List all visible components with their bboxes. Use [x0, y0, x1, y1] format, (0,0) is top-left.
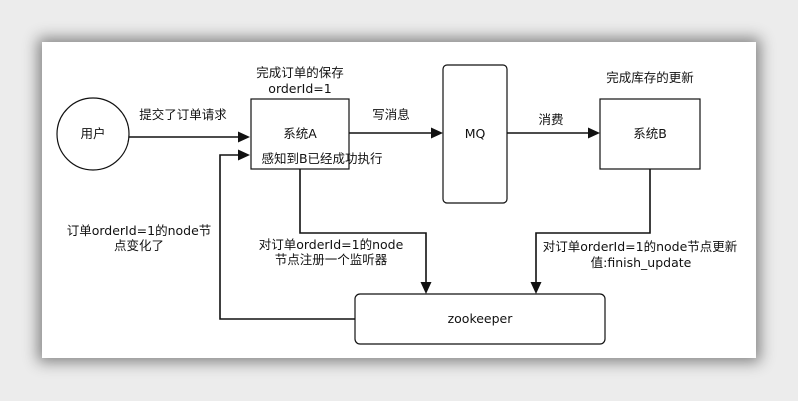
label-submit-order: 提交了订单请求 [139, 107, 227, 122]
label-consume: 消费 [538, 112, 563, 127]
node-zookeeper-label: zookeeper [448, 311, 514, 326]
arrowhead-system-b [588, 127, 600, 139]
system-b-title: 完成库存的更新 [606, 70, 694, 85]
arrowhead-mq [431, 127, 443, 139]
arrowhead-system-a [238, 131, 250, 143]
edge-system-a-to-zookeeper [299, 169, 427, 284]
arrowhead-zookeeper-left [420, 282, 432, 294]
arrowhead-system-a-notify [238, 149, 250, 161]
edge-system-b-to-zookeeper [535, 169, 651, 284]
node-zookeeper [354, 293, 606, 345]
label-update-node-line1: 对订单orderId=1的node节点更新 [543, 239, 738, 254]
system-a-title-line2: orderId=1 [268, 81, 331, 96]
edge-zookeeper-to-system-a [219, 154, 355, 320]
arrowhead-zookeeper-right [530, 282, 542, 294]
node-user [56, 97, 130, 171]
label-node-changed-line1: 订单orderId=1的node节 [67, 223, 212, 238]
label-register-listener-line1: 对订单orderId=1的node [259, 237, 404, 252]
label-update-node-line2: 值:finish_update [591, 255, 692, 270]
system-a-title-line1: 完成订单的保存 [256, 65, 344, 80]
label-write-message: 写消息 [372, 107, 410, 122]
label-node-changed-line2: 点变化了 [114, 238, 164, 253]
label-register-listener-line2: 节点注册一个监听器 [275, 252, 388, 267]
node-system-b-label: 系统B [633, 126, 667, 141]
node-mq-label: MQ [465, 126, 486, 141]
node-system-a-label: 系统A [283, 126, 317, 141]
node-mq [442, 64, 508, 204]
node-user-label: 用户 [80, 126, 105, 141]
node-system-b [599, 98, 701, 170]
label-sensed-b-done: 感知到B已经成功执行 [261, 151, 382, 166]
node-system-a [250, 98, 350, 170]
